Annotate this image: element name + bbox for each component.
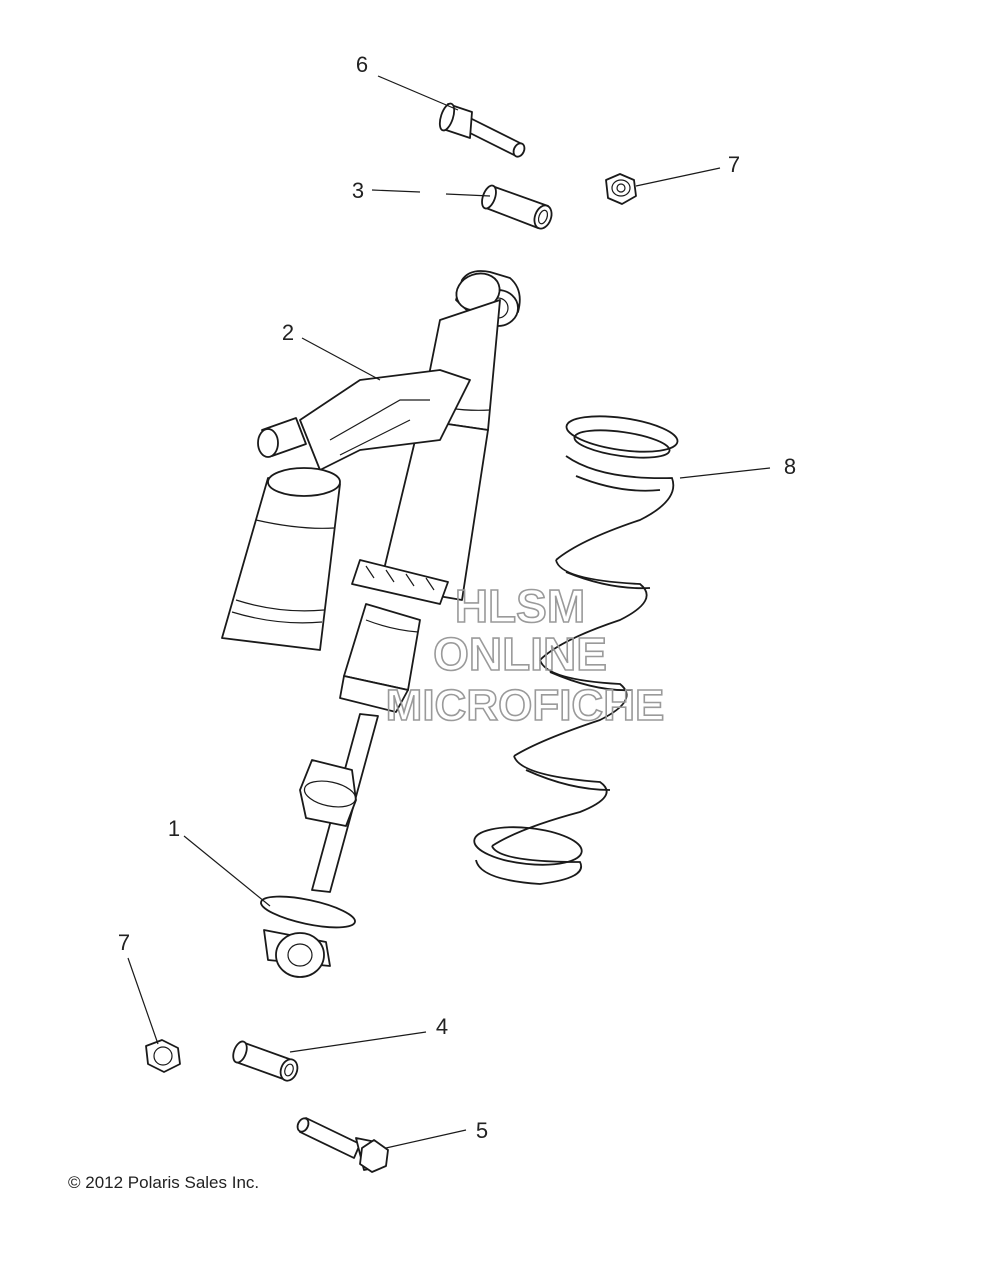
callout-7-upper: 7 bbox=[728, 152, 740, 177]
part-6-upper-bolt[interactable] bbox=[437, 102, 527, 159]
callout-3: 3 bbox=[352, 178, 364, 203]
leader-lines bbox=[127, 75, 771, 1149]
watermark-line-2: ONLINE bbox=[433, 628, 607, 680]
callout-5: 5 bbox=[476, 1118, 488, 1143]
copyright-text: © 2012 Polaris Sales Inc. bbox=[68, 1173, 259, 1192]
part-8-coil-spring[interactable] bbox=[472, 410, 679, 885]
watermark-line-1: HLSM bbox=[455, 580, 585, 632]
watermark: HLSM ONLINE MICROFICHE bbox=[385, 579, 665, 731]
part-5-lower-bolt[interactable] bbox=[295, 1117, 389, 1173]
callout-2: 2 bbox=[282, 320, 294, 345]
part-7-lower-nut[interactable] bbox=[145, 1039, 181, 1073]
callout-1: 1 bbox=[168, 816, 180, 841]
part-7-upper-nut[interactable] bbox=[605, 173, 637, 205]
part-2-shock-assembly[interactable] bbox=[221, 268, 521, 893]
callout-6: 6 bbox=[356, 52, 368, 77]
watermark-line-3: MICROFICHE bbox=[386, 681, 665, 730]
callout-7-lower: 7 bbox=[118, 930, 130, 955]
callout-4: 4 bbox=[436, 1014, 448, 1039]
part-3-upper-sleeve[interactable] bbox=[479, 184, 554, 231]
part-4-lower-sleeve[interactable] bbox=[231, 1040, 301, 1083]
callout-8: 8 bbox=[784, 454, 796, 479]
part-1-lower-eyelet[interactable] bbox=[259, 890, 358, 978]
